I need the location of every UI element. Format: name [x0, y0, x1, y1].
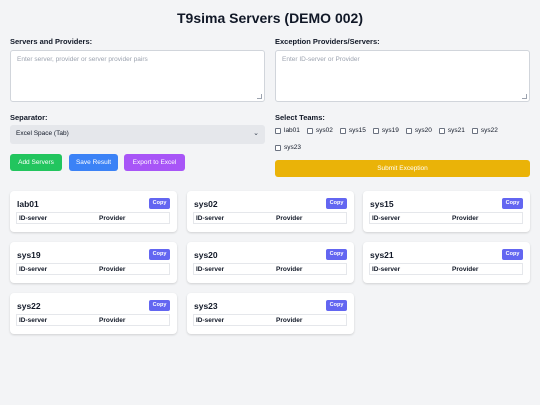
server-card-lab01: lab01 Copy ID-server Provider	[10, 191, 177, 232]
col-provider: Provider	[276, 215, 303, 222]
card-title: sys21	[370, 250, 394, 260]
checkbox-icon[interactable]	[306, 127, 313, 134]
col-provider: Provider	[99, 215, 126, 222]
card-table-header: ID-server Provider	[16, 263, 170, 275]
copy-button[interactable]: Copy	[326, 300, 347, 311]
col-provider: Provider	[276, 317, 303, 324]
col-id-server: ID-server	[19, 317, 48, 324]
card-title: sys19	[17, 250, 41, 260]
teams-label: Select Teams:	[275, 113, 325, 122]
team-checkbox-sys21[interactable]: sys21	[438, 126, 465, 135]
card-title: sys02	[194, 199, 218, 209]
exception-placeholder: Enter ID-server or Provider	[282, 56, 360, 63]
team-label: sys02	[315, 127, 333, 134]
card-title: sys23	[194, 301, 218, 311]
team-label: sys20	[414, 127, 432, 134]
chevron-down-icon: ⌄	[253, 130, 259, 137]
card-table-header: ID-server Provider	[369, 212, 523, 224]
server-card-sys15: sys15 Copy ID-server Provider	[363, 191, 530, 232]
teams-checkbox-group: lab01 sys02 sys15 sys19 sys20 sys21 sys2…	[275, 126, 535, 152]
server-card-sys19: sys19 Copy ID-server Provider	[10, 242, 177, 283]
checkbox-icon[interactable]	[339, 127, 346, 134]
export-excel-button[interactable]: Export to Excel	[124, 154, 185, 171]
copy-button[interactable]: Copy	[149, 300, 170, 311]
card-table-header: ID-server Provider	[369, 263, 523, 275]
copy-button[interactable]: Copy	[326, 249, 347, 260]
card-table-header: ID-server Provider	[16, 212, 170, 224]
servers-input[interactable]: Enter server, provider or server provide…	[10, 50, 265, 102]
col-provider: Provider	[99, 317, 126, 324]
card-title: sys15	[370, 199, 394, 209]
card-table-header: ID-server Provider	[193, 263, 347, 275]
card-title: lab01	[17, 199, 39, 209]
checkbox-icon[interactable]	[275, 127, 281, 134]
col-provider: Provider	[452, 266, 479, 273]
checkbox-icon[interactable]	[372, 127, 379, 134]
server-card-sys23: sys23 Copy ID-server Provider	[187, 293, 354, 334]
team-label: sys23	[284, 144, 301, 151]
copy-button[interactable]: Copy	[149, 198, 170, 209]
col-id-server: ID-server	[19, 215, 48, 222]
card-title: sys20	[194, 250, 218, 260]
col-id-server: ID-server	[372, 266, 401, 273]
team-label: sys19	[381, 127, 399, 134]
col-id-server: ID-server	[196, 215, 225, 222]
server-card-sys22: sys22 Copy ID-server Provider	[10, 293, 177, 334]
resize-handle-icon[interactable]	[522, 94, 527, 99]
col-provider: Provider	[99, 266, 126, 273]
resize-handle-icon[interactable]	[257, 94, 262, 99]
card-table-header: ID-server Provider	[16, 314, 170, 326]
checkbox-icon[interactable]	[471, 127, 478, 134]
server-card-sys02: sys02 Copy ID-server Provider	[187, 191, 354, 232]
col-provider: Provider	[276, 266, 303, 273]
server-card-sys20: sys20 Copy ID-server Provider	[187, 242, 354, 283]
servers-label: Servers and Providers:	[10, 37, 93, 46]
checkbox-icon[interactable]	[438, 127, 445, 134]
card-table-header: ID-server Provider	[193, 314, 347, 326]
separator-select[interactable]: Excel Space (Tab) ⌄	[10, 125, 265, 144]
team-label: sys21	[447, 127, 465, 134]
submit-exception-button[interactable]: Submit Exception	[275, 160, 530, 177]
exception-label: Exception Providers/Servers:	[275, 37, 380, 46]
team-label: sys22	[480, 127, 498, 134]
separator-selected: Excel Space (Tab)	[16, 130, 69, 137]
copy-button[interactable]: Copy	[149, 249, 170, 260]
checkbox-icon[interactable]	[405, 127, 412, 134]
team-checkbox-sys02[interactable]: sys02	[306, 126, 333, 135]
separator-label: Separator:	[10, 113, 48, 122]
team-checkbox-lab01[interactable]: lab01	[275, 126, 300, 135]
col-id-server: ID-server	[19, 266, 48, 273]
page-title: T9sima Servers (DEMO 002)	[177, 10, 363, 26]
save-result-button[interactable]: Save Result	[69, 154, 118, 171]
team-checkbox-sys22[interactable]: sys22	[471, 126, 498, 135]
team-label: lab01	[284, 127, 300, 134]
col-id-server: ID-server	[196, 266, 225, 273]
exception-input[interactable]: Enter ID-server or Provider	[275, 50, 530, 102]
team-checkbox-sys19[interactable]: sys19	[372, 126, 399, 135]
card-title: sys22	[17, 301, 41, 311]
team-label: sys15	[348, 127, 366, 134]
checkbox-icon[interactable]	[275, 144, 281, 151]
team-checkbox-sys15[interactable]: sys15	[339, 126, 366, 135]
server-card-sys21: sys21 Copy ID-server Provider	[363, 242, 530, 283]
servers-placeholder: Enter server, provider or server provide…	[17, 56, 148, 63]
team-checkbox-sys23[interactable]: sys23	[275, 143, 301, 152]
copy-button[interactable]: Copy	[502, 198, 523, 209]
col-id-server: ID-server	[196, 317, 225, 324]
copy-button[interactable]: Copy	[326, 198, 347, 209]
col-id-server: ID-server	[372, 215, 401, 222]
team-checkbox-sys20[interactable]: sys20	[405, 126, 432, 135]
col-provider: Provider	[452, 215, 479, 222]
add-servers-button[interactable]: Add Servers	[10, 154, 62, 171]
card-table-header: ID-server Provider	[193, 212, 347, 224]
copy-button[interactable]: Copy	[502, 249, 523, 260]
